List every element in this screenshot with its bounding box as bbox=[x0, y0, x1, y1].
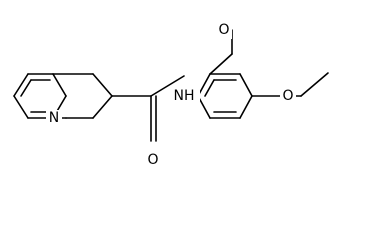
amide-nitrogen-label: NH bbox=[174, 88, 195, 104]
phenyl-ring bbox=[197, 73, 253, 119]
ring-nitrogen-label: N bbox=[49, 110, 59, 126]
carbonyl-oxygen-label: O bbox=[147, 152, 158, 168]
top-methoxy-oxygen-label: O bbox=[218, 22, 229, 38]
right-methoxy-oxygen-label: O bbox=[282, 88, 293, 104]
chemical-structure: N NH O O O bbox=[13, 21, 329, 169]
atom-o-methoxy-top: O bbox=[216, 21, 232, 39]
atom-n-ring: N bbox=[46, 110, 62, 128]
methoxy-bonds bbox=[209, 29, 329, 97]
atom-o-methoxy-right: O bbox=[280, 87, 296, 105]
carboxamide-bonds bbox=[111, 75, 185, 142]
atom-o-carbonyl: O bbox=[145, 151, 161, 169]
atom-n-amide: NH bbox=[168, 88, 200, 106]
